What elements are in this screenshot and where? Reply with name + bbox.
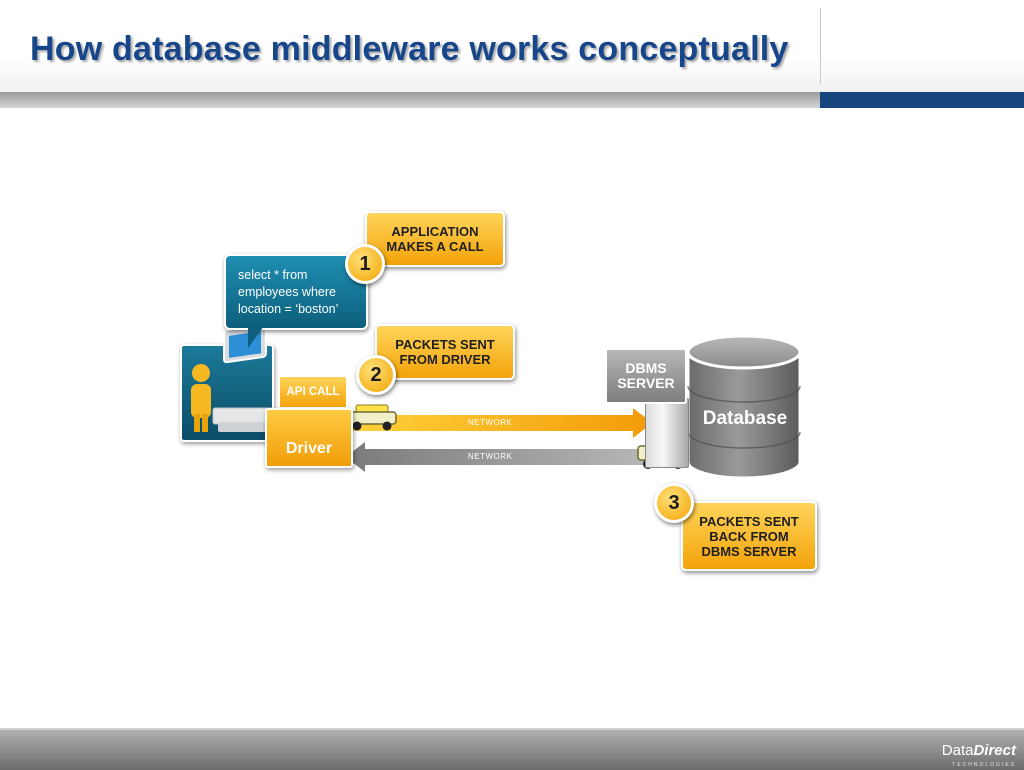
- step-2-label: PACKETS SENT FROM DRIVER: [395, 337, 495, 367]
- api-call-box: API CALL: [278, 375, 348, 409]
- logo-text-bold: Direct: [973, 742, 1016, 759]
- header-accent-bar: [820, 92, 1024, 108]
- step-1-callout: APPLICATION MAKES A CALL: [365, 211, 505, 267]
- sql-query-text: select * from employees where location =…: [238, 268, 339, 316]
- database-label: Database: [702, 408, 788, 429]
- header-divider: [820, 8, 821, 84]
- network-label-back: NETWORK: [468, 452, 513, 461]
- step-1-badge: 1: [345, 244, 385, 284]
- sql-query-bubble-tail: [248, 326, 264, 348]
- step-3-callout: PACKETS SENT BACK FROM DBMS SERVER: [681, 501, 817, 571]
- step-1-label: APPLICATION MAKES A CALL: [386, 224, 484, 254]
- datadirect-logo: DataDirect: [942, 742, 1016, 759]
- step-2-callout: PACKETS SENT FROM DRIVER: [375, 324, 515, 380]
- logo-subtitle: TECHNOLOGIES: [952, 762, 1016, 768]
- slide-footer: DataDirect TECHNOLOGIES: [0, 728, 1024, 770]
- network-arrow-forward: [349, 403, 656, 443]
- dbms-server-label: DBMS SERVER: [605, 348, 687, 404]
- header-bar: [0, 92, 820, 108]
- sql-query-bubble: select * from employees where location =…: [224, 254, 368, 330]
- step-2-badge: 2: [356, 355, 396, 395]
- step-3-badge: 3: [654, 483, 694, 523]
- driver-box: Driver: [265, 408, 353, 468]
- packet-cart-outgoing: [347, 404, 397, 431]
- slide-header: [0, 0, 1024, 108]
- slide-title: How database middleware works conceptual…: [30, 30, 789, 68]
- dbms-server-tower: [645, 398, 689, 468]
- database-cylinder: [686, 334, 802, 480]
- network-arrow-back: [342, 437, 655, 477]
- logo-text-light: Data: [941, 742, 974, 759]
- network-label-forward: NETWORK: [468, 418, 513, 427]
- step-3-label: PACKETS SENT BACK FROM DBMS SERVER: [699, 513, 799, 559]
